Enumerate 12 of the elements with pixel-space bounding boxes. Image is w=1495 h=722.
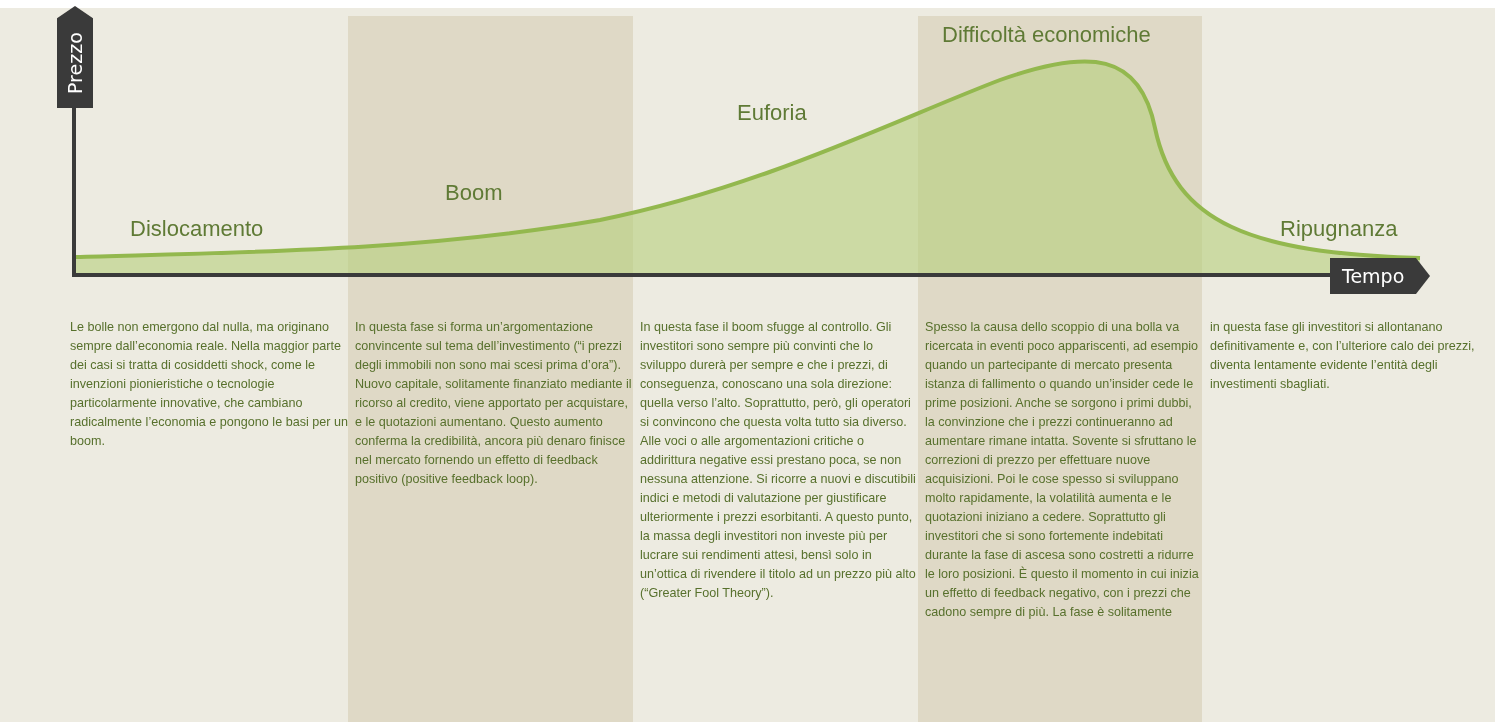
phase-title: Ripugnanza xyxy=(1280,216,1398,242)
phase-description: In questa fase il boom sfugge al controllo. Gli investitori sono sempre più convinti che lo sviluppo durerà per sempre e che i prezzi, di conseguenza, conoscano una sola direzione: quella verso l’alto. Soprattutto, però, gli operatori si convincono che questa volta tutto sia diverso. Alle voci o alle argomentazioni critiche o addirittura negative essi prestano poca, se non nessuna attenzione. Si ricorre a nuovi e discutibili indici e metodi di valutazione per giustificare ulteriormente i prezzi esorbitanti. A questo punto, la massa degli investitori non investe più per lucrare sui rendimenti attesi, bensì solo in un’ottica di rivendere il titolo ad un prezzo più alto (“Greater Fool Theory”). xyxy=(640,319,917,602)
phase-description: In questa fase si forma un’argomentazione convincente sul tema dell’investimento (“i prezzi degli immobili non sono mai scesi prima d’ora”). Nuovo capitale, solitamente finanziato mediante il ricorso al credito, viene apportato per acquistare, e le quotazioni aumentano. Questo aumento conferma la credibilità, ancora più denaro finisce nel mercato fornendo un effetto di feedback positivo (positive feedback loop). xyxy=(355,319,633,488)
phase-description: Spesso la causa dello scoppio di una bolla va ricercata in eventi poco appariscenti, ad esempio quando un partecipante di mercato presenta istanza di fallimento o quando un’insider cede le prime posizioni. Anche se sorgono i primi dubbi, la convinzione che i prezzi continueranno ad aumentare rimane intatta. Sovente si sfruttano le correzioni di prezzo per effettuare nuove acquisizioni. Poi le cose spesso si sviluppano molto rapidamente, la volatilità aumenta e le quotazioni iniziano a cedere. Soprattutto gli investitori che si sono fortemente indebitati durante la fase di ascesa sono costretti a ridurre le loro posizioni. È questo il momento in cui inizia un effetto di feedback negativo, con i prezzi che cadono sempre di più. La fase è solitamente xyxy=(925,319,1200,621)
phase-description: in questa fase gli investitori si allontanano definitivamente e, con l’ulteriore calo dei prezzi, diventa lentamente evidente l’entità degli investimenti sbagliati. xyxy=(1210,319,1476,393)
phase-title: Euforia xyxy=(737,100,807,126)
phase-description: Le bolle non emergono dal nulla, ma originano sempre dall’economia reale. Nella maggior parte dei casi si tratta di cosiddetti shock, come le invenzioni pionieristiche o tecnologie particolarmente innovative, che cambiano radicalmente l’economia e pongono le basi per un boom. xyxy=(70,319,348,450)
phase-title: Difficoltà economiche xyxy=(942,22,1151,48)
phase-title: Boom xyxy=(445,180,503,206)
phase-title: Dislocamento xyxy=(130,216,264,242)
axis-label: Prezzo xyxy=(57,6,93,108)
axis-label: Tempo xyxy=(1330,258,1430,294)
